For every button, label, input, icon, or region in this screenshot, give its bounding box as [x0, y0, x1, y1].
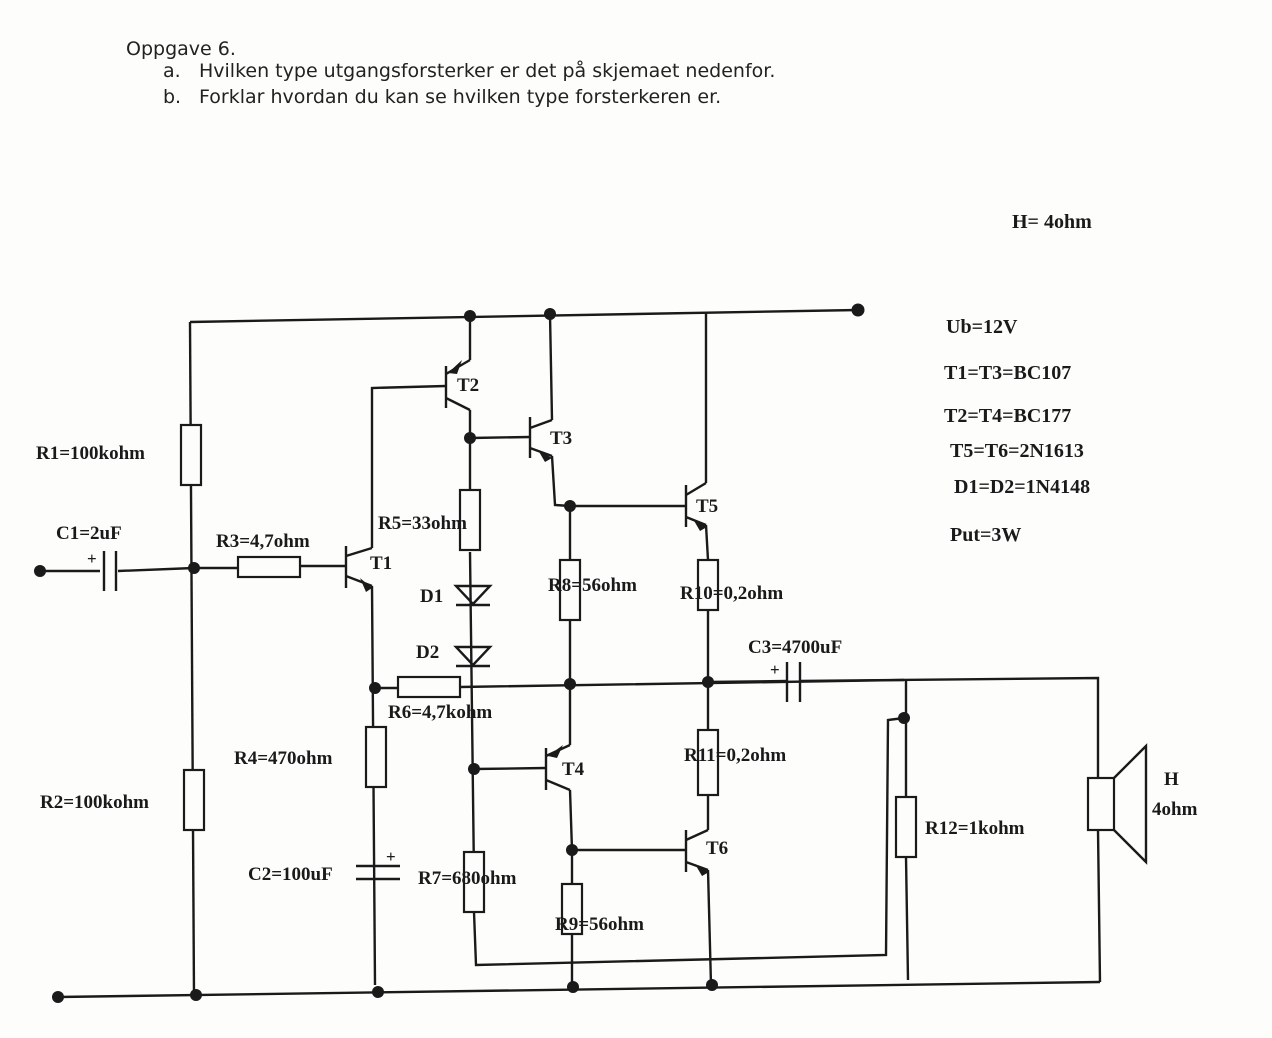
junction [190, 989, 202, 1001]
diode-d1 [453, 584, 493, 607]
capacitor-c3 [785, 662, 802, 702]
label-t4: T4 [562, 759, 585, 780]
label-r3: R3=4,7ohm [216, 531, 310, 552]
label-c1: C1=2uF [56, 523, 122, 544]
transistor-t2 [444, 358, 471, 412]
junction [372, 986, 384, 998]
spec-supply: Ub=12V [946, 316, 1018, 338]
resistor-r12 [894, 795, 918, 859]
label-c3-plus: + [770, 660, 780, 679]
junction [702, 676, 714, 688]
label-d1: D1 [420, 586, 443, 607]
label-t2: T2 [457, 375, 479, 396]
label-r8: R8=56ohm [548, 575, 637, 596]
resistor-r4 [364, 725, 388, 789]
resistors [179, 423, 918, 936]
transistor-t3 [528, 417, 553, 462]
task-b-marker: b. [163, 86, 182, 108]
label-speaker-ohm: 4ohm [1152, 799, 1198, 820]
label-c1-plus: + [87, 549, 97, 568]
resistor-r7 [462, 850, 486, 914]
label-r5: R5=33ohm [378, 513, 467, 534]
label-d2: D2 [416, 642, 439, 663]
label-speaker-h: H [1164, 769, 1179, 790]
junction-dots [34, 303, 910, 1003]
junction [464, 310, 476, 322]
junction [566, 844, 578, 856]
transistor-t6 [684, 828, 709, 876]
resistor-r10 [696, 558, 720, 612]
label-t5: T5 [696, 496, 718, 517]
task-title: Oppgave 6. [126, 38, 236, 60]
resistor-r2 [182, 768, 206, 832]
label-t1: T1 [370, 553, 392, 574]
supply-terminal [851, 303, 865, 317]
capacitor-c1 [102, 551, 118, 591]
input-terminal [34, 565, 46, 577]
label-r11: R11=0,2ohm [684, 745, 786, 766]
component-labels: R1=100kohm R2=100kohm C1=2uF + R3=4,7ohm… [36, 375, 1198, 935]
task-question-a: a. Hvilken type utgangsforsterker er det … [163, 60, 775, 82]
spec-power: Put=3W [950, 524, 1022, 546]
resistor-r3 [236, 555, 302, 579]
junction [898, 712, 910, 724]
label-t3: T3 [550, 428, 572, 449]
label-r1: R1=100kohm [36, 443, 145, 464]
label-r12: R12=1kohm [925, 818, 1025, 839]
label-c2: C2=100uF [248, 864, 333, 885]
spec-load: H= 4ohm [1012, 211, 1092, 233]
resistor-r5 [458, 488, 482, 552]
junction [468, 763, 480, 775]
spec-t2-t4: T2=T4=BC177 [944, 405, 1072, 427]
spec-t1-t3: T1=T3=BC107 [944, 362, 1072, 384]
resistor-r1 [179, 423, 203, 487]
transistor-t4 [544, 743, 571, 792]
diode-d2 [453, 645, 493, 668]
junction [564, 500, 576, 512]
transistor-t5 [684, 481, 707, 531]
label-c2-plus: + [386, 847, 396, 866]
resistor-r8 [558, 558, 582, 622]
label-r7: R7=680ohm [418, 868, 517, 889]
junction [706, 979, 718, 991]
task-a-text: Hvilken type utgangsforsterker er det på… [199, 60, 776, 82]
speaker-icon [1086, 743, 1148, 865]
resistor-r11 [696, 728, 720, 797]
task-b-text: Forklar hvordan du kan se hvilken type f… [199, 86, 722, 108]
capacitor-c2 [356, 864, 400, 881]
label-r9: R9=56ohm [555, 914, 644, 935]
ground-terminal [52, 991, 64, 1003]
transistor-t1 [344, 546, 373, 592]
task-question-b: b. Forklar hvordan du kan se hvilken type… [163, 86, 721, 108]
junction [464, 432, 476, 444]
spec-diodes: D1=D2=1N4148 [954, 476, 1091, 498]
resistor-r6 [396, 675, 462, 699]
label-r10: R10=0,2ohm [680, 583, 783, 604]
task-a-marker: a. [163, 60, 181, 82]
junction [564, 678, 576, 690]
label-r4: R4=470ohm [234, 748, 333, 769]
label-r6: R6=4,7kohm [388, 702, 492, 723]
spec-t5-t6: T5=T6=2N1613 [950, 440, 1084, 462]
junction [544, 308, 556, 320]
junction [567, 981, 579, 993]
resistor-r9 [560, 882, 584, 936]
label-t6: T6 [706, 838, 728, 859]
junction [188, 562, 200, 574]
label-c3: C3=4700uF [748, 637, 842, 658]
junction [369, 682, 381, 694]
label-r2: R2=100kohm [40, 792, 149, 813]
